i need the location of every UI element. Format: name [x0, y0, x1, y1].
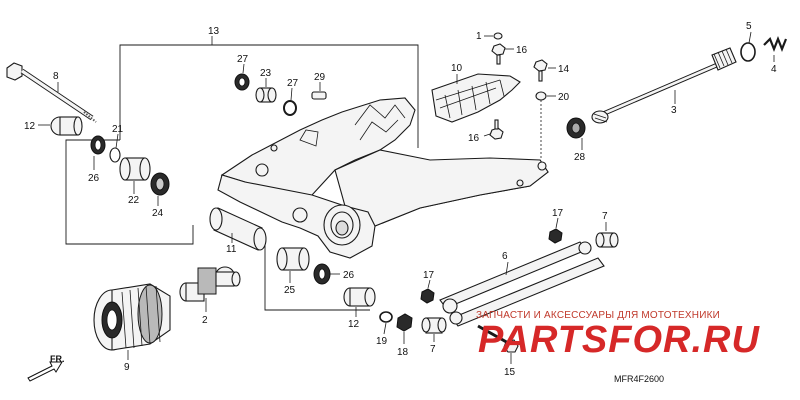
front-direction-arrow: FR.	[27, 354, 65, 382]
label-3: 3	[671, 105, 677, 116]
ring-part-21	[109, 147, 121, 163]
diagram-code: MFR4F2600	[614, 374, 664, 384]
bushing-part-23	[255, 87, 277, 103]
label-27b: 27	[287, 78, 299, 89]
seal-part-26-upper	[90, 135, 106, 155]
bushing-part-22	[119, 157, 151, 181]
label-5: 5	[746, 21, 752, 32]
label-12b: 12	[348, 319, 360, 330]
collar-part-7-lower	[421, 317, 447, 334]
label-22: 22	[128, 195, 140, 206]
label-20: 20	[558, 92, 570, 103]
bolt-part-14	[533, 59, 548, 82]
cap-part-29	[311, 91, 327, 100]
group-bracket-left	[65, 139, 194, 245]
leader-27a	[242, 63, 245, 74]
label-27a: 27	[237, 54, 249, 65]
nut-part-17-right	[548, 228, 563, 244]
label-23: 23	[260, 68, 272, 79]
nut-part-17-lower	[420, 288, 435, 304]
label-21: 21	[112, 124, 124, 135]
collar-part-12-lower	[343, 287, 376, 307]
bolt-part-8	[6, 62, 97, 123]
label-26a: 26	[88, 173, 100, 184]
bolt-part-16-upper	[491, 43, 506, 65]
seal-part-28	[566, 117, 586, 139]
watermark-brand: PARTSFOR.RU	[478, 319, 760, 361]
seal-part-27-upper	[234, 73, 250, 91]
leader-21	[115, 133, 119, 149]
label-24: 24	[152, 208, 164, 219]
screw-part-1	[493, 32, 503, 40]
label-17b: 17	[423, 270, 435, 281]
group-bracket-bottom	[264, 240, 370, 311]
label-16a: 16	[516, 45, 528, 56]
leader-5	[748, 31, 752, 44]
label-12a: 12	[24, 121, 36, 132]
cover-part-10	[431, 73, 521, 123]
label-25: 25	[284, 285, 296, 296]
label-7a: 7	[602, 211, 608, 222]
bolt-part-16-lower	[489, 119, 504, 140]
label-8: 8	[53, 71, 59, 82]
label-18: 18	[397, 347, 409, 358]
spring-part-4	[763, 36, 788, 52]
label-2: 2	[202, 315, 208, 326]
washer-part-19	[379, 311, 393, 323]
label-4: 4	[771, 64, 777, 75]
bolt-part-15	[477, 324, 519, 353]
bushing-part-25	[276, 247, 310, 271]
label-9: 9	[124, 362, 130, 373]
label-15: 15	[504, 367, 516, 378]
link-part-6	[439, 241, 605, 327]
label-6: 6	[502, 251, 508, 262]
label-28: 28	[574, 152, 586, 163]
gearcase-part-9	[93, 283, 171, 351]
watermark-subtitle: ЗАПЧАСТИ И АКСЕССУАРЫ ДЛЯ МОТОТЕХНИКИ	[476, 310, 720, 321]
label-7b: 7	[430, 344, 436, 355]
pipe-part-11	[209, 207, 267, 251]
leader-27b	[290, 87, 293, 101]
label-10: 10	[451, 63, 463, 74]
ring-part-27-lower	[283, 100, 297, 116]
label-29: 29	[314, 72, 326, 83]
leader-17a	[555, 217, 559, 229]
label-11: 11	[226, 244, 237, 255]
label-19: 19	[376, 336, 388, 347]
washer-part-20	[535, 91, 547, 101]
driveshaft-part-3	[591, 47, 737, 124]
label-13: 13	[208, 26, 220, 37]
bearing-part-24	[150, 172, 170, 196]
nut-part-18	[396, 313, 413, 332]
label-14: 14	[558, 64, 570, 75]
label-16b: 16	[468, 133, 480, 144]
group-bracket-13	[119, 44, 419, 148]
ujoint-part-2	[179, 266, 241, 302]
leader-16b	[483, 133, 491, 137]
label-26b: 26	[343, 270, 355, 281]
swingarm-part-13	[217, 97, 549, 259]
leader-19	[383, 322, 387, 335]
circlip-part-5	[740, 42, 756, 62]
collar-part-7-right	[595, 232, 619, 248]
label-1: 1	[476, 31, 482, 42]
collar-part-12-upper	[50, 116, 83, 136]
direction-label: FR.	[50, 354, 65, 364]
leader-17b	[427, 279, 431, 289]
seal-part-26-lower	[313, 263, 331, 285]
label-17a: 17	[552, 208, 564, 219]
leader-6	[505, 261, 509, 276]
